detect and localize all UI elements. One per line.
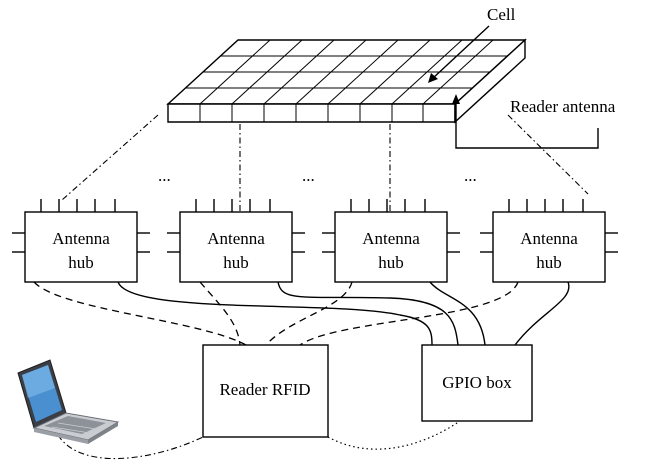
ellipsis-2: ... (302, 166, 315, 185)
hub-4-label-line2: hub (536, 253, 562, 272)
antenna-hub-2: Antenna hub (167, 199, 305, 283)
reader-antenna-panel (166, 38, 527, 124)
ellipsis-3: ... (464, 166, 477, 185)
reader-rfid-box: Reader RFID (202, 344, 329, 438)
hub-to-reader-dashed-lines (33, 281, 519, 346)
hub-2-label-line1: Antenna (207, 229, 265, 248)
hub-3-label-line1: Antenna (362, 229, 420, 248)
hub-3-label-line2: hub (378, 253, 404, 272)
antenna-hub-4: Antenna hub (480, 199, 618, 283)
hub-4-label-line1: Antenna (520, 229, 578, 248)
hub-1-label-line1: Antenna (52, 229, 110, 248)
reader-antenna-leader (452, 94, 599, 149)
cell-label: Cell (487, 5, 516, 24)
ellipsis-1: ... (158, 166, 171, 185)
antenna-hub-1: Antenna hub (12, 199, 150, 283)
reader-rfid-label: Reader RFID (219, 380, 310, 399)
antenna-connection-lines (61, 114, 589, 212)
laptop-to-reader-line (57, 434, 204, 460)
reader-antenna-label: Reader antenna (510, 97, 616, 116)
hub-1-label-line2: hub (68, 253, 94, 272)
gpio-box-label: GPIO box (442, 373, 512, 392)
antenna-hub-3: Antenna hub (322, 199, 460, 283)
hub-2-label-line2: hub (223, 253, 249, 272)
gpio-box: GPIO box (421, 344, 533, 422)
hub-to-gpio-solid-lines (117, 281, 570, 346)
cell-arrow (428, 25, 490, 83)
laptop-icon (17, 359, 120, 444)
reader-to-gpio-dotted-line (327, 420, 461, 450)
